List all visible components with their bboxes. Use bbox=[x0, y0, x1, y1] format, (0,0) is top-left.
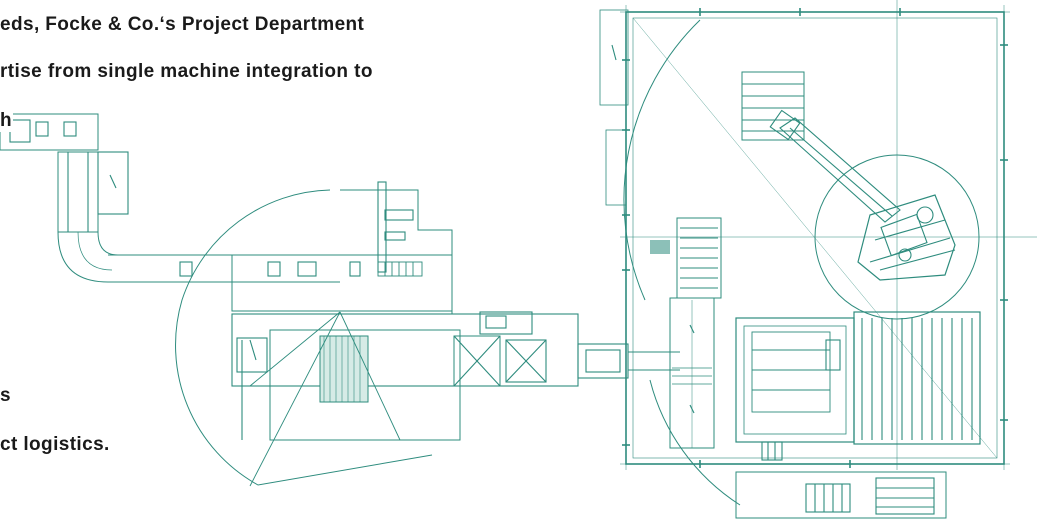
roller-conveyor bbox=[853, 311, 981, 445]
guard-arc-left bbox=[175, 189, 433, 486]
packaging-machine bbox=[231, 181, 680, 487]
outfeed bbox=[735, 471, 947, 519]
infeed-conveyor bbox=[0, 113, 340, 283]
text-line-4: s bbox=[0, 385, 11, 406]
text-line-5: ct logistics. bbox=[0, 434, 110, 455]
text-line-1: eds, Focke & Co.‘s Project Department bbox=[0, 14, 365, 35]
robot bbox=[769, 109, 980, 320]
text-line-2: rtise from single machine integration to bbox=[0, 61, 373, 82]
text-line-3: h bbox=[0, 110, 14, 132]
hatched-module bbox=[319, 335, 369, 403]
vertical-conveyor bbox=[650, 217, 722, 449]
pallet-station bbox=[735, 317, 855, 461]
